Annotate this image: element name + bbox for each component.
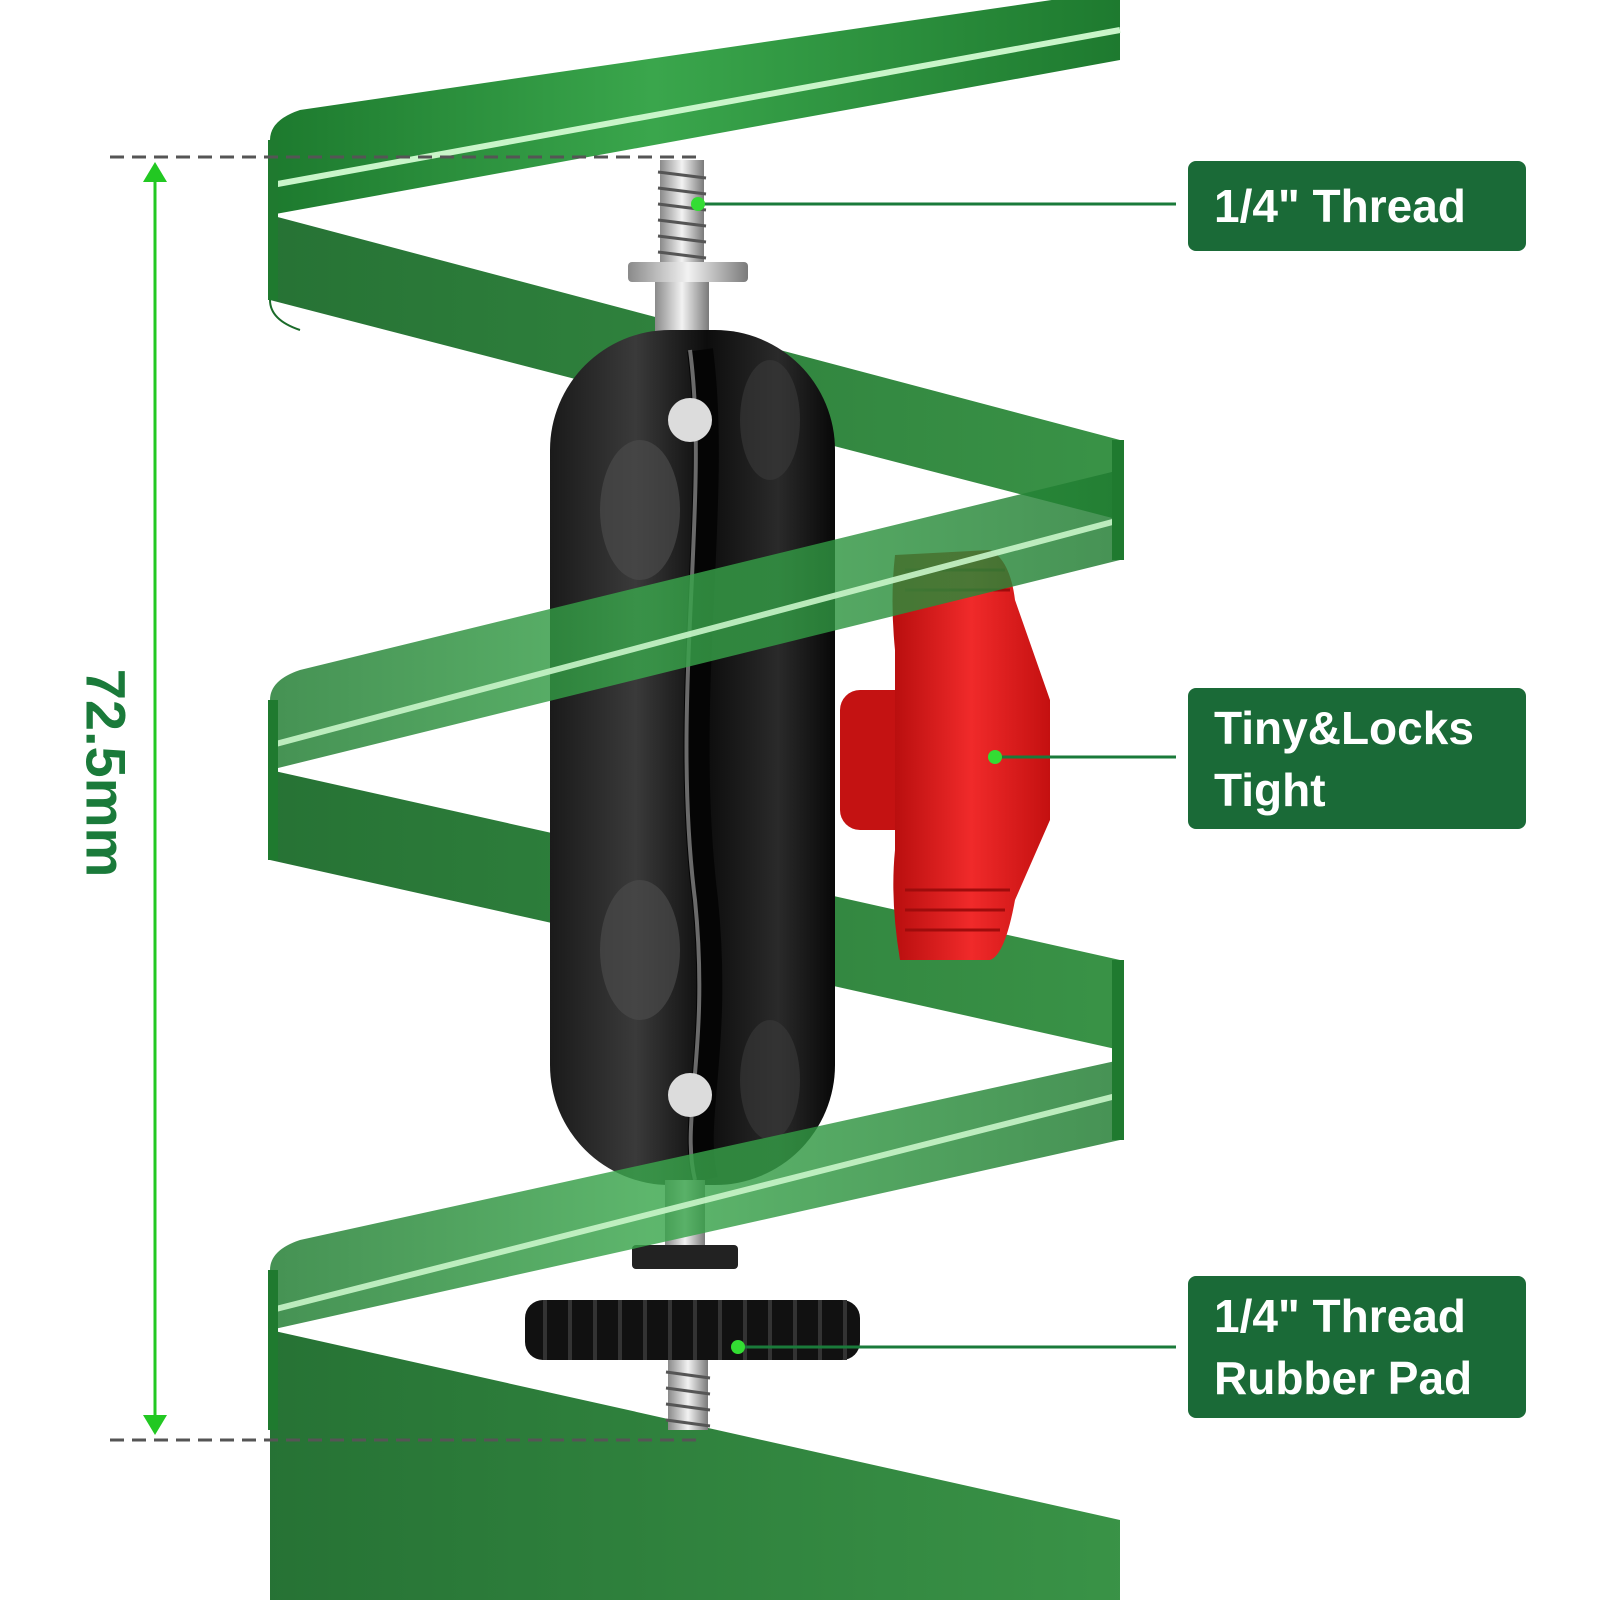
- callout-dot: [988, 750, 1002, 764]
- ribbon-front: [268, 0, 1124, 1430]
- arrow-down-icon: [143, 1415, 167, 1435]
- lock-knob: [840, 550, 1050, 960]
- callout-top-thread: 1/4" Thread: [1188, 161, 1526, 251]
- arrow-up-icon: [143, 162, 167, 182]
- callout-text: Tight: [1214, 763, 1326, 816]
- callout-lines: [691, 197, 1176, 1354]
- callout-text: Rubber Pad: [1214, 1352, 1473, 1404]
- dimension-label: 72.5mm: [74, 668, 138, 878]
- callout-text: 1/4" Thread: [1214, 180, 1466, 232]
- callout-dot: [691, 197, 705, 211]
- callout-text: Tiny&Locks: [1214, 701, 1474, 754]
- callout-bottom-thread: 1/4" Thread Rubber Pad: [1188, 1276, 1526, 1418]
- callout-lock-knob: Tiny&Locks Tight: [1188, 688, 1526, 829]
- callout-text: 1/4" Thread: [1214, 1290, 1466, 1342]
- mount-arm: [525, 160, 860, 1430]
- dimension-guide: [110, 155, 700, 1442]
- callout-dot: [731, 1340, 745, 1354]
